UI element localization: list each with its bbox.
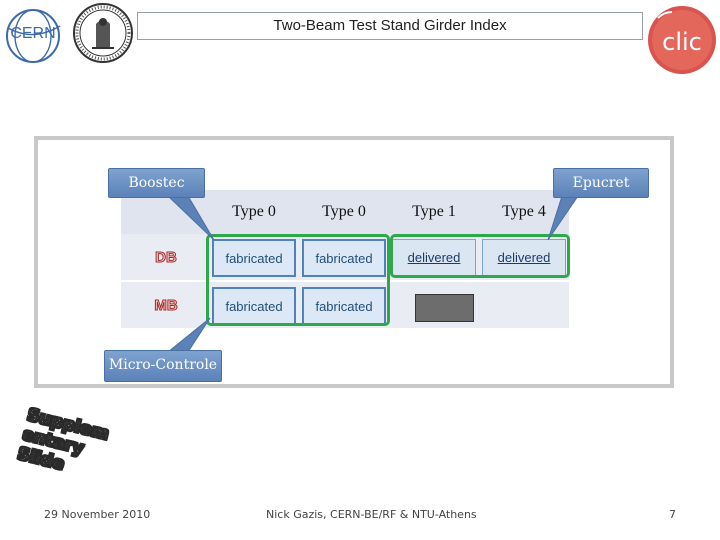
column-header: Type 0 — [232, 203, 276, 220]
table-cell: fabricated — [212, 239, 296, 277]
university-seal — [72, 2, 134, 64]
column-header: Type 4 — [502, 203, 546, 220]
row-label-db: DB — [155, 249, 178, 267]
table-cell: fabricated — [302, 239, 386, 277]
callout-boostec: Boostec — [108, 168, 205, 198]
callout-micro-controle: Micro-Controle — [104, 350, 222, 382]
column-header: Type 1 — [412, 203, 456, 220]
callout-epucret: Epucret — [553, 168, 649, 198]
footer-date: 29 November 2010 — [44, 508, 151, 521]
dark-placeholder-cell — [415, 294, 474, 322]
footer-author: Nick Gazis, CERN-BE/RF & NTU-Athens — [266, 508, 477, 521]
page-number: 7 — [669, 508, 676, 521]
group-outline-boostec — [206, 234, 390, 326]
cern-logo: CERN — [2, 2, 66, 66]
group-outline-epucret — [390, 234, 570, 278]
table-cell: fabricated — [302, 287, 386, 325]
column-header: Type 0 — [322, 203, 366, 220]
slide-title: Two-Beam Test Stand Girder Index — [137, 12, 643, 40]
supplementary-slide-stamp: Supplem entary Slide — [15, 404, 112, 475]
cern-logo-text: CERN — [10, 25, 55, 42]
table-cell: delivered — [482, 239, 566, 277]
row-label-mb: MB — [154, 297, 178, 315]
svg-text:Supplem entary Sli: Supplem entary Slide — [15, 405, 117, 485]
clic-logo-text: clic — [662, 28, 702, 56]
table-cell: fabricated — [212, 287, 296, 325]
clic-logo: clic — [644, 0, 720, 82]
